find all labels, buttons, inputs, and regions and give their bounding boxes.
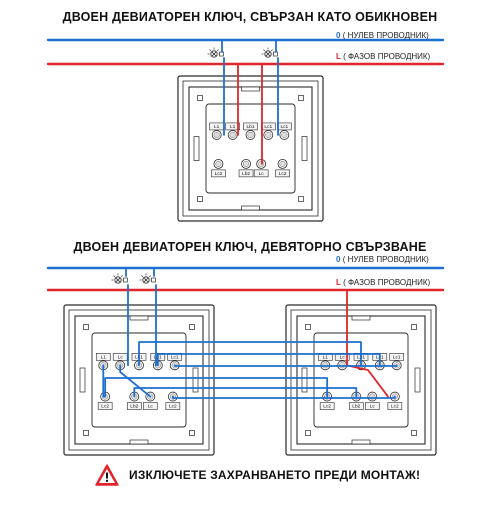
diagram1-terminal-label-top: Lb1 (246, 124, 254, 130)
warning-triangle-icon (95, 464, 119, 486)
diagram2-right-terminal-label-top: Lc1 (393, 354, 401, 360)
diagram2-left-terminal-label-bottom: Lc2 (101, 404, 109, 410)
diagram1-neutral-label: 0 ( НУЛЕВ ПРОВОДНИК) (336, 31, 429, 40)
diagram2-traveller-wire (133, 387, 358, 398)
diagram1-phase-label: L ( ФАЗОВ ПРОВОДНИК) (336, 52, 431, 61)
diagram2-left-terminal-label-top: Lc1 (171, 354, 179, 360)
diagram1-terminal-label-top: L1 (230, 124, 236, 130)
diagram2-traveller-wire (173, 364, 398, 367)
diagram2-right-terminal-label-bottom: Lc2 (391, 404, 399, 410)
diagram2-left-jumper (102, 364, 107, 398)
diagram2-traveller-wire (156, 353, 381, 367)
diagram1-terminal-label-bottom: Lc2 (215, 171, 223, 177)
diagram2-left-terminal-label-bottom: Lc2 (169, 404, 177, 410)
diagram2-right-terminal-label-bottom: Lb2 (352, 404, 360, 410)
diagram2-right-terminal-label-top: Lc (340, 354, 346, 360)
diagram2-phase-label: L ( ФАЗОВ ПРОВОДНИК) (336, 278, 431, 287)
diagram2-title: ДВОЕН ДЕВИАТОРЕН КЛЮЧ, ДЕВЯТОРНО СВЪРЗВА… (73, 240, 427, 254)
diagram2-right-terminal-label-bottom: Lc2 (323, 404, 331, 410)
diagram2-lamp-1-icon (111, 273, 128, 284)
diagram2-neutral-label: 0 ( НУЛЕВ ПРОВОДНИК) (336, 255, 429, 264)
diagram1-terminal-label-bottom: Lb2 (242, 171, 250, 177)
diagram1-lamp-1-icon (207, 47, 224, 58)
diagram2-traveller-wire (171, 395, 396, 399)
diagram2-left-terminal-label-top: L1 (101, 354, 107, 360)
diagram2-left-terminal-label-bottom: Lb2 (130, 404, 138, 410)
diagram1-terminal-label-top: L1 (214, 124, 220, 130)
diagram2-right-terminal-label-top: L1 (323, 354, 329, 360)
diagram2-left-jumper (119, 364, 152, 398)
diagram1-terminal-block (205, 103, 296, 194)
diagram2-left-terminal-label-bottom: Lc (148, 404, 154, 410)
diagram1-terminal-label-bottom: Lc2 (279, 171, 287, 177)
diagram1-terminal-label-bottom: Lc (259, 171, 265, 177)
diagram2-right-terminal-label-bottom: Lc (370, 404, 376, 410)
warning-banner: ИЗКЛЮЧЕТЕ ЗАХРАНВАНЕТО ПРЕДИ МОНТАЖ! (95, 462, 420, 488)
diagram2-lamp-2-icon (139, 273, 156, 284)
diagram2-left-terminal-label-top: Lc (118, 354, 124, 360)
diagram1-terminal-label-top: Lc1 (264, 124, 272, 130)
diagram1-lamp-2-icon (261, 47, 278, 58)
diagram1-terminal-label-top: Lc1 (280, 124, 288, 130)
diagram1-title: ДВОЕН ДЕВИАТОРЕН КЛЮЧ, СВЪРЗАН КАТО ОБИК… (62, 10, 438, 24)
warning-text: ИЗКЛЮЧЕТЕ ЗАХРАНВАНЕТО ПРЕДИ МОНТАЖ! (129, 468, 421, 482)
